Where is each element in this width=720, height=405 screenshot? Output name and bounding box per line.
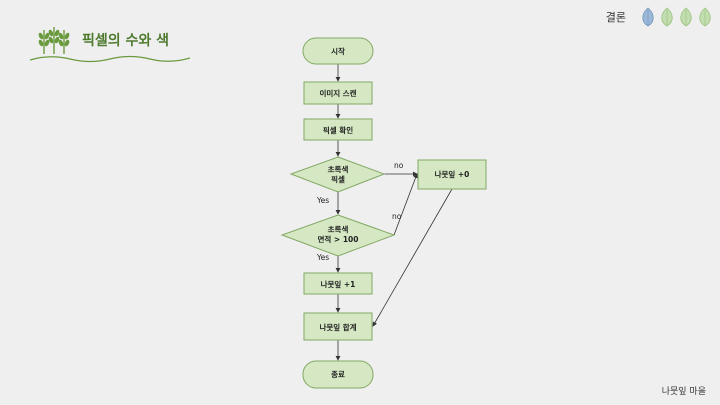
start-node-label: 시작	[331, 46, 345, 56]
footer-label: 나뭇잎 마을	[661, 387, 706, 397]
title-underline-wave	[30, 55, 190, 63]
edge-zero-sum	[372, 188, 453, 327]
leaf-zero-node	[417, 159, 487, 190]
edge-label-yes-2: Yes	[316, 253, 329, 262]
leaf-green-icon	[680, 7, 692, 27]
leaf-sum-node	[303, 312, 373, 341]
decision-green-pixel-line1: 초록색	[328, 164, 349, 174]
leaf-plus-one-node-label: 나뭇잎 +1	[321, 279, 356, 289]
leaf-plus-one-node	[303, 272, 373, 295]
edge-decision2-no	[393, 173, 418, 236]
edge-label-yes-1: Yes	[316, 196, 329, 205]
end-node-label: 종료	[331, 370, 345, 379]
edges	[335, 64, 453, 361]
leaf-blue-icon	[642, 7, 654, 27]
decision-green-pixel	[289, 156, 386, 193]
leaf-sum-node-label: 나뭇잎 합계	[319, 322, 356, 332]
leaf-green-icon	[661, 7, 673, 27]
decision-green-pixel-line2: 픽셀	[331, 174, 345, 184]
decision-green-area-line1: 초록색	[328, 224, 349, 234]
section-label: 결론	[605, 11, 626, 24]
end-node	[302, 360, 374, 389]
check-pixel-node	[303, 118, 373, 141]
check-pixel-node-label: 픽셀 확인	[323, 125, 353, 135]
leaf-green-icon	[699, 7, 711, 27]
edge-label-no-1: no	[394, 161, 404, 170]
decision-green-area	[280, 214, 396, 257]
leaf-zero-node-label: 나뭇잎 +0	[435, 169, 470, 179]
scan-node	[303, 81, 373, 105]
wheat-icon	[38, 27, 70, 54]
slide-title: 픽셀의 수와 색	[82, 33, 170, 49]
slide-title-group: 픽셀의 수와 색	[30, 22, 200, 66]
start-node	[302, 37, 374, 65]
edge-label-no-2: no	[392, 212, 402, 221]
leaf-icon-row	[642, 7, 711, 27]
scan-node-label: 이미지 스캔	[319, 88, 356, 98]
decision-green-area-line2: 면적 > 100	[318, 234, 359, 244]
